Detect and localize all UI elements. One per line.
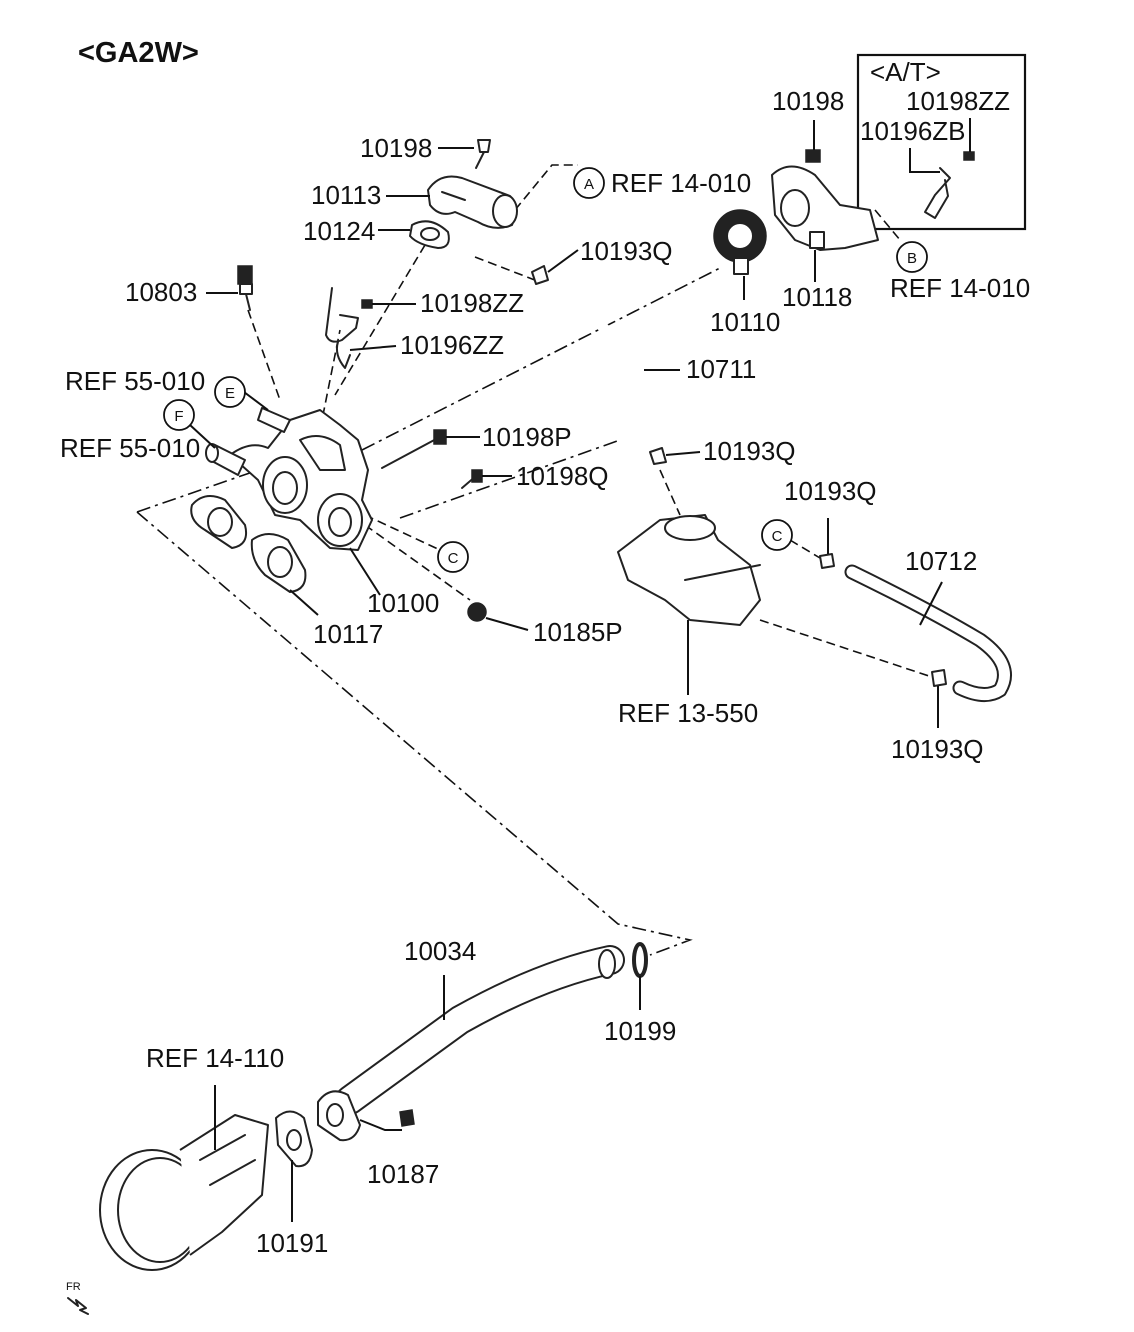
dash-sensor-link <box>247 309 281 401</box>
leader-10712 <box>919 581 943 626</box>
temp-sensor-10803 <box>237 265 253 311</box>
thermostat-cover-10118 <box>771 165 879 251</box>
label-10198q: 10198Q <box>516 461 609 491</box>
label-10711: 10711 <box>686 354 756 384</box>
label-10100: 10100 <box>367 588 439 618</box>
clamp-10193q-upper <box>531 265 549 285</box>
label-10117: 10117 <box>313 619 383 649</box>
gasket-10191 <box>275 1110 313 1168</box>
label-10187: 10187 <box>367 1159 439 1189</box>
svg-text:C: C <box>772 528 783 545</box>
callout-a: A <box>573 167 605 199</box>
leader-10193q-a <box>547 249 579 273</box>
nut-10187 <box>399 1109 415 1127</box>
label-10185p: 10185P <box>533 617 623 647</box>
label-10034: 10034 <box>404 936 476 966</box>
leader-10196zz <box>349 345 397 351</box>
label-10803: 10803 <box>125 277 197 307</box>
label-10193q-c: 10193Q <box>784 476 877 506</box>
bolt-10198-top <box>475 139 491 169</box>
callout-c-housing: C <box>437 541 469 573</box>
label-ref-a: REF 14-010 <box>611 168 751 198</box>
svg-text:B: B <box>907 250 917 267</box>
intake-pipe-ref-13-550 <box>617 514 761 626</box>
dash-c-link <box>364 514 441 551</box>
label-ref-14-110: REF 14-110 <box>146 1043 284 1073</box>
leader-10100 <box>349 547 381 596</box>
front-direction-mark: FR <box>66 1281 89 1315</box>
dash-b-link <box>874 209 901 241</box>
label-10124: 10124 <box>303 216 375 246</box>
dash-c2-link <box>789 539 821 559</box>
callout-f: F <box>163 399 195 431</box>
bolt-10198q <box>461 469 483 489</box>
label-10198zz-at: 10198ZZ <box>906 86 1010 116</box>
water-pump-ref-14-110 <box>99 1114 269 1271</box>
hose-10712 <box>844 564 1012 702</box>
label-10110: 10110 <box>710 307 780 337</box>
svg-text:F: F <box>174 408 183 425</box>
callout-b: B <box>896 241 928 273</box>
hose-10711 <box>555 287 654 435</box>
at-box: <A/T> <box>856 53 1027 231</box>
clamp-10193q-10712-bottom <box>931 669 947 687</box>
svg-text:FR: FR <box>66 1281 81 1293</box>
label-10193q-d: 10193Q <box>891 734 984 764</box>
dash-a-link <box>514 164 578 211</box>
dash-hose-link <box>474 256 541 283</box>
diagram-title: <GA2W> <box>78 37 199 69</box>
leader-10187 <box>359 1119 402 1131</box>
dash-10712-link <box>759 619 936 679</box>
water-pipe-10034 <box>317 945 625 1142</box>
leader-10196zb <box>909 148 940 173</box>
plug-10185p <box>467 602 487 622</box>
label-10198-top: 10198 <box>360 133 432 163</box>
label-10193q-b: 10193Q <box>703 436 796 466</box>
o-ring-10199 <box>632 942 648 978</box>
bracket-10196zz <box>325 287 373 369</box>
dash-10193q-link <box>659 469 681 516</box>
label-ref-f: REF 55-010 <box>60 433 200 463</box>
bolt-10198-right <box>805 149 821 163</box>
label-10712: 10712 <box>905 546 977 576</box>
svg-text:E: E <box>225 385 235 402</box>
thermostat-10110 <box>713 209 767 275</box>
clamp-10193q-lower <box>649 447 667 465</box>
label-10196zb: 10196ZB <box>860 116 966 146</box>
label-ref-e: REF 55-010 <box>65 366 205 396</box>
label-10199: 10199 <box>604 1016 676 1046</box>
bolt-10198p <box>381 429 447 469</box>
leader-10185p <box>485 617 529 631</box>
leader-ref-f <box>189 424 216 449</box>
svg-text:A: A <box>584 176 594 193</box>
bracket-10196zb <box>924 151 975 219</box>
dash-plug-link <box>364 524 471 601</box>
at-box-title: <A/T> <box>870 57 941 87</box>
leader-10193q-b <box>665 451 701 456</box>
leader-ref-e <box>243 391 269 411</box>
gasket-10117 <box>190 495 307 593</box>
svg-text:C: C <box>448 550 459 567</box>
thermostat-housing-10100 <box>205 407 373 551</box>
label-10198zz: 10198ZZ <box>420 288 524 318</box>
label-10113: 10113 <box>311 180 381 210</box>
assembly-outline-mid <box>399 439 621 519</box>
water-outlet-10113 <box>427 175 518 229</box>
label-10198-right: 10198 <box>772 86 844 116</box>
label-10198p: 10198P <box>482 422 572 452</box>
assembly-outline-upper <box>361 267 721 451</box>
gasket-10124 <box>409 220 450 249</box>
dash-gasket-link <box>334 244 426 396</box>
callout-e: E <box>214 376 246 408</box>
label-ref-b: REF 14-010 <box>890 273 1030 303</box>
label-10193q-a: 10193Q <box>580 236 673 266</box>
clamp-10193q-10712-top <box>819 553 835 569</box>
label-10191: 10191 <box>256 1228 328 1258</box>
label-ref-13-550: REF 13-550 <box>618 698 758 728</box>
label-10118: 10118 <box>782 282 852 312</box>
label-10196zz: 10196ZZ <box>400 330 504 360</box>
callout-c-hose: C <box>761 519 793 551</box>
leader-10117 <box>289 589 319 616</box>
